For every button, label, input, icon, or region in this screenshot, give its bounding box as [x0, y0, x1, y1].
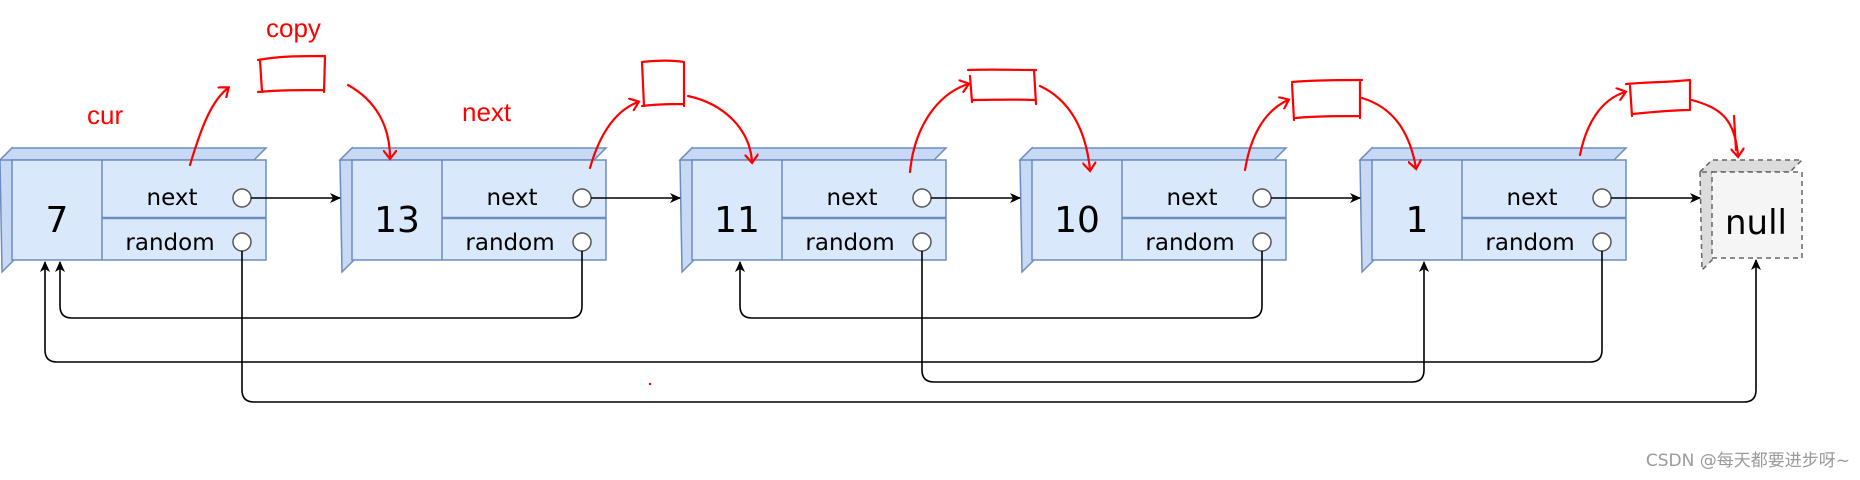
copy-annotation: copy: [266, 13, 321, 43]
next-pointer-port: [1252, 188, 1272, 208]
node-value: 10: [1054, 200, 1100, 241]
random-field-label: random: [1485, 230, 1574, 256]
copy-sketch-1: [188, 54, 390, 167]
random-arrow-7-to-null: [241, 251, 1761, 403]
random-pointer-port: [232, 232, 252, 252]
next-pointer-port: [1592, 188, 1612, 208]
stray-dot: [648, 382, 652, 386]
copy-sketch-4: [1243, 78, 1416, 172]
random-field-label: random: [805, 230, 894, 256]
cur-annotation: cur: [87, 100, 123, 130]
list-node-11: 11 next random: [678, 146, 948, 274]
copy-sketch-3: [908, 68, 1090, 174]
random-field-label: random: [1145, 230, 1234, 256]
next-field-label: next: [1167, 185, 1218, 211]
random-pointer-port: [912, 232, 932, 252]
random-arrow-11-to-1: [921, 251, 1429, 383]
copy-sketch-2: [588, 59, 752, 170]
next-field-label: next: [487, 185, 538, 211]
random-field-label: random: [125, 230, 214, 256]
random-arrow-1-to-7: [40, 251, 1603, 363]
random-pointer-port: [1592, 232, 1612, 252]
node-value: 11: [714, 200, 760, 241]
random-arrow-13-to-7: [55, 251, 583, 319]
red-annotations: copy cur next: [87, 13, 1738, 386]
node-value: 13: [374, 200, 420, 241]
next-pointer-port: [912, 188, 932, 208]
list-node-1: 1 next random: [1358, 146, 1628, 274]
random-pointer-port: [572, 232, 592, 252]
next-annotation: next: [462, 97, 512, 127]
list-node-7: 7 next random: [0, 146, 268, 274]
watermark: CSDN @每天都要进步呀~: [1646, 451, 1850, 471]
list-node-13: 13 next random: [338, 146, 608, 274]
next-pointer-port: [572, 188, 592, 208]
null-node: null: [1698, 158, 1804, 272]
random-pointer-arrows: [40, 251, 1761, 403]
next-field-label: next: [147, 185, 198, 211]
next-pointer-port: [232, 188, 252, 208]
node-value: 1: [1406, 200, 1429, 241]
next-field-label: next: [827, 185, 878, 211]
random-pointer-port: [1252, 232, 1272, 252]
random-field-label: random: [465, 230, 554, 256]
random-arrow-10-to-11: [735, 251, 1263, 319]
node-value: 7: [46, 200, 69, 241]
copy-sketch-5: [1578, 78, 1738, 156]
null-label: null: [1725, 203, 1787, 243]
next-field-label: next: [1507, 185, 1558, 211]
